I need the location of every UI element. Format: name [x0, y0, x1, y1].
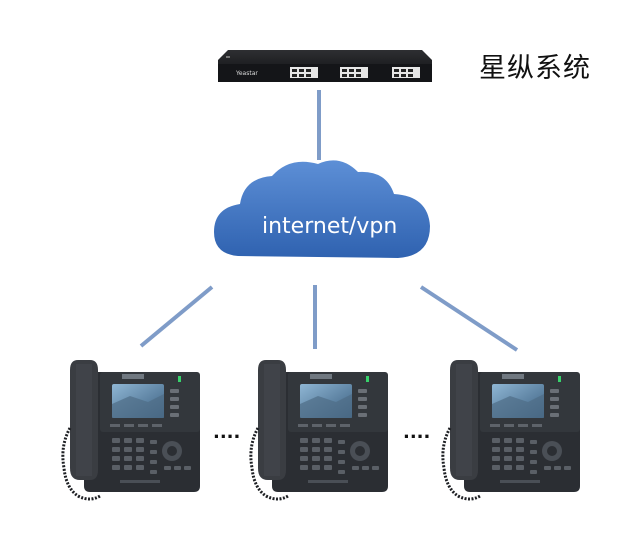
ip-phone-3: [441, 358, 582, 501]
connector-cloud-phone-3: [419, 285, 519, 352]
router-device: Yeastar: [218, 50, 432, 82]
connector-lines: [139, 90, 519, 352]
ellipsis-2: ....: [403, 422, 430, 443]
cloud-label: internet/vpn: [262, 214, 398, 239]
router-brand: Yeastar: [235, 70, 258, 77]
ip-phone-1: [61, 358, 202, 501]
system-title: 星纵系统: [479, 53, 591, 84]
internet-cloud: [214, 160, 430, 258]
connector-cloud-phone-1: [139, 285, 214, 348]
ip-phone-2: [249, 358, 390, 501]
ellipsis-1: ....: [213, 422, 240, 443]
